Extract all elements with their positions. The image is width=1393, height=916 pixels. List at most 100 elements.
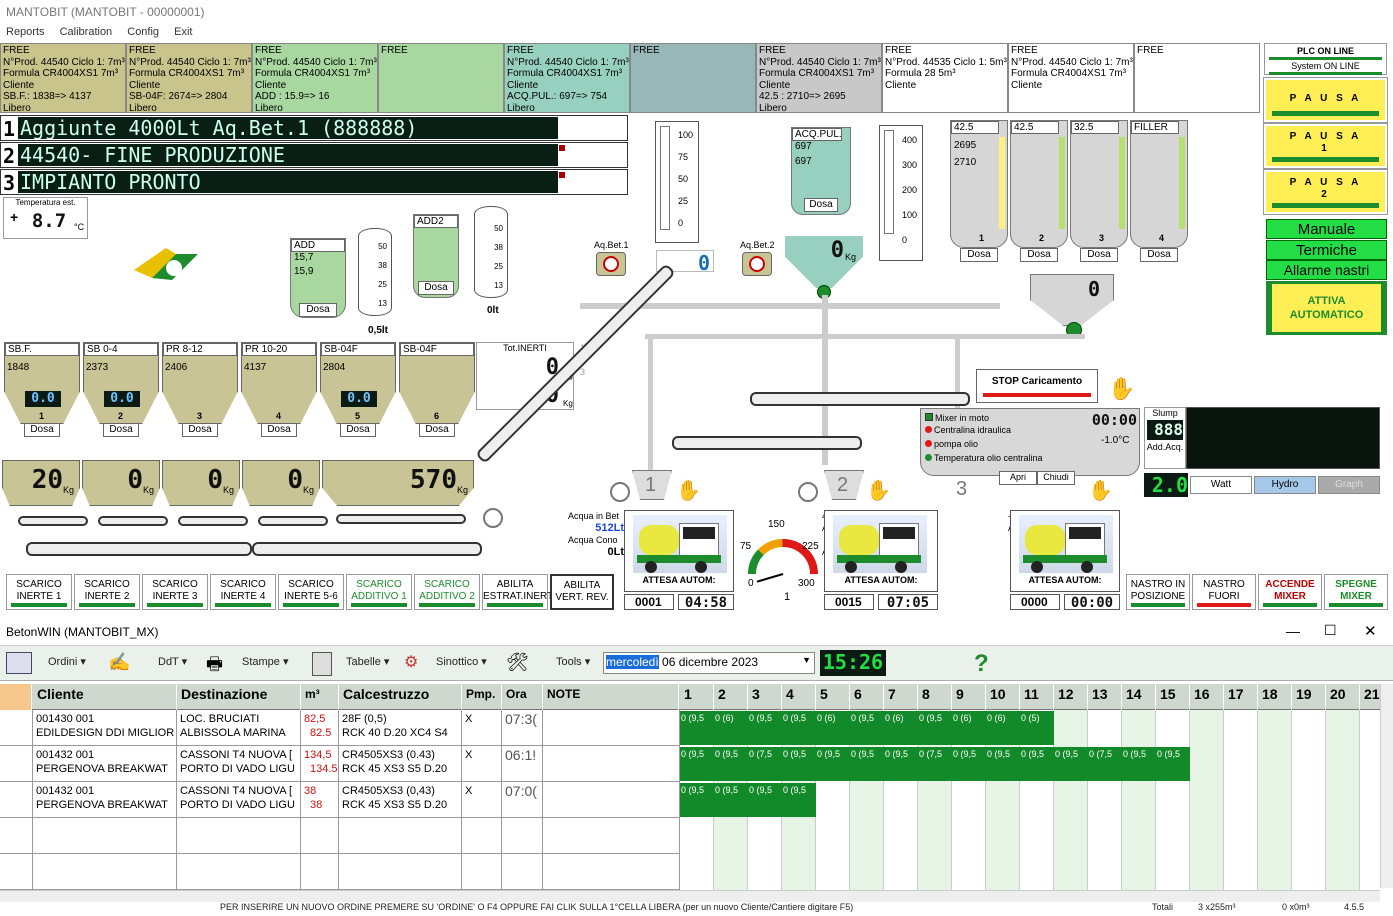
inert-bin-2-dosa-button[interactable]: Dosa — [103, 423, 139, 437]
production-slot-6[interactable]: FREE — [630, 43, 756, 113]
header-m3[interactable]: m³ — [301, 684, 339, 710]
delivery-cell[interactable]: 0 (6) — [884, 711, 918, 745]
day-cell[interactable] — [1292, 746, 1326, 782]
bottom-button-9[interactable]: ABILITA VERT. REV. — [550, 574, 614, 610]
delivery-cell[interactable]: 0 (9,5 — [918, 711, 952, 745]
stampe-menu[interactable]: Stampe ▾ — [242, 656, 289, 668]
delivery-cell[interactable]: 0 (9,5 — [680, 711, 714, 745]
day-cell[interactable] — [918, 854, 952, 890]
day-cell[interactable] — [1190, 710, 1224, 746]
truck-2-box[interactable]: ATTESA AUTOM: — [824, 510, 938, 592]
delivery-cell[interactable]: 0 (9,5 — [714, 747, 748, 781]
row-5-col-6[interactable] — [462, 854, 502, 890]
menu-reports[interactable]: Reports — [6, 26, 45, 38]
day-cell[interactable] — [714, 818, 748, 854]
sinottico-menu[interactable]: Sinottico ▾ — [436, 656, 487, 668]
hand-2-icon[interactable]: ✋ — [866, 480, 891, 502]
delivery-cell[interactable]: 0 (9,5 — [1156, 747, 1190, 781]
silo-1-dosa-button[interactable]: Dosa — [960, 248, 998, 262]
silo-3-dosa-button[interactable]: Dosa — [1080, 248, 1118, 262]
delivery-cell[interactable]: 0 (9,5 — [680, 747, 714, 781]
day-cell[interactable] — [1054, 710, 1088, 746]
water-dosa-button[interactable]: Dosa — [804, 198, 838, 212]
day-cell[interactable] — [1020, 818, 1054, 854]
delivery-cell[interactable]: 0 (9,5 — [782, 711, 816, 745]
allarme-nastri-button[interactable]: Allarme nastri — [1266, 260, 1387, 280]
day-cell[interactable] — [1088, 818, 1122, 854]
delivery-cell[interactable]: 0 (9,5 — [884, 747, 918, 781]
delivery-cell[interactable]: 0 (5) — [1020, 711, 1054, 745]
day-cell[interactable] — [782, 854, 816, 890]
bottom-button-7[interactable]: SCARICO ADDITIVO 2 — [414, 574, 480, 610]
delivery-cell[interactable]: 0 (9,5 — [748, 711, 782, 745]
belt-motor-icon[interactable] — [483, 508, 503, 528]
discharge-1-motor-icon[interactable] — [610, 482, 630, 502]
row-2-col-6[interactable]: X — [462, 746, 502, 782]
horizontal-scrollbar[interactable] — [0, 890, 1380, 902]
row-5-col-7[interactable] — [502, 854, 543, 890]
day-cell[interactable] — [952, 854, 986, 890]
additive-1-dosa-button[interactable]: Dosa — [299, 303, 337, 317]
day-cell[interactable] — [1122, 818, 1156, 854]
day-cell[interactable] — [1190, 818, 1224, 854]
day-cell[interactable] — [1122, 710, 1156, 746]
delivery-cell[interactable]: 0 (9,5 — [850, 711, 884, 745]
bottom-button-4[interactable]: SCARICO INERTE 4 — [210, 574, 276, 610]
day-cell[interactable] — [1156, 818, 1190, 854]
day-cell[interactable] — [680, 818, 714, 854]
hand-1-icon[interactable]: ✋ — [676, 480, 701, 502]
day-header-2[interactable]: 2 — [714, 684, 748, 710]
day-cell[interactable] — [1292, 818, 1326, 854]
row-4-col-5[interactable] — [339, 818, 462, 854]
day-cell[interactable] — [1088, 782, 1122, 818]
day-cell[interactable] — [986, 818, 1020, 854]
day-header-16[interactable]: 16 — [1190, 684, 1224, 710]
row-4-col-6[interactable] — [462, 818, 502, 854]
row-1-col-7[interactable]: 07:3( — [502, 710, 543, 746]
bottom-button-5[interactable]: SCARICO INERTE 5-6 — [278, 574, 344, 610]
day-cell[interactable] — [1326, 818, 1360, 854]
day-header-7[interactable]: 7 — [884, 684, 918, 710]
row-5-col-5[interactable] — [339, 854, 462, 890]
ddt-icon[interactable]: ✍ — [108, 652, 131, 672]
date-dropdown-icon[interactable]: ▼ — [802, 655, 811, 665]
right-bottom-button-1[interactable]: NASTRO IN POSIZIONE — [1126, 574, 1190, 610]
close-button[interactable]: ✕ — [1364, 623, 1377, 640]
watt-button[interactable]: Watt — [1190, 476, 1252, 494]
day-cell[interactable] — [1088, 854, 1122, 890]
day-cell[interactable] — [1224, 782, 1258, 818]
ddt-menu[interactable]: DdT ▾ — [158, 656, 188, 668]
menu-config[interactable]: Config — [127, 26, 160, 38]
day-cell[interactable] — [1258, 746, 1292, 782]
discharge-2-motor-icon[interactable] — [798, 482, 818, 502]
row-3-col-7[interactable]: 07:0( — [502, 782, 543, 818]
delivery-cell[interactable]: 0 (6) — [816, 711, 850, 745]
delivery-cell[interactable]: 0 (9,5 — [680, 783, 714, 817]
day-cell[interactable] — [1224, 854, 1258, 890]
day-cell[interactable] — [748, 818, 782, 854]
day-cell[interactable] — [714, 854, 748, 890]
truck-1-box[interactable]: ATTESA AUTOM: — [624, 510, 734, 592]
tools-icon[interactable]: 🛠 — [506, 652, 529, 672]
vertical-scrollbar[interactable] — [1380, 684, 1393, 888]
row-5-col-2[interactable] — [33, 854, 177, 890]
row-1-col-8[interactable] — [543, 710, 680, 746]
day-cell[interactable] — [1326, 710, 1360, 746]
maximize-button[interactable]: ☐ — [1324, 622, 1337, 638]
delivery-cell[interactable]: 0 (6) — [714, 711, 748, 745]
silo-2-dosa-button[interactable]: Dosa — [1020, 248, 1058, 262]
menu-exit[interactable]: Exit — [174, 26, 193, 38]
row-1-col-5[interactable]: 28F (0,5)RCK 40 D.20 XC4 S4 — [339, 710, 462, 746]
delivery-cell[interactable]: 0 (9,5 — [782, 783, 816, 817]
row-4-col-2[interactable] — [33, 818, 177, 854]
row-2-col-5[interactable]: CR4505XS3 (0.43)RCK 45 XS3 S5 D.20 — [339, 746, 462, 782]
